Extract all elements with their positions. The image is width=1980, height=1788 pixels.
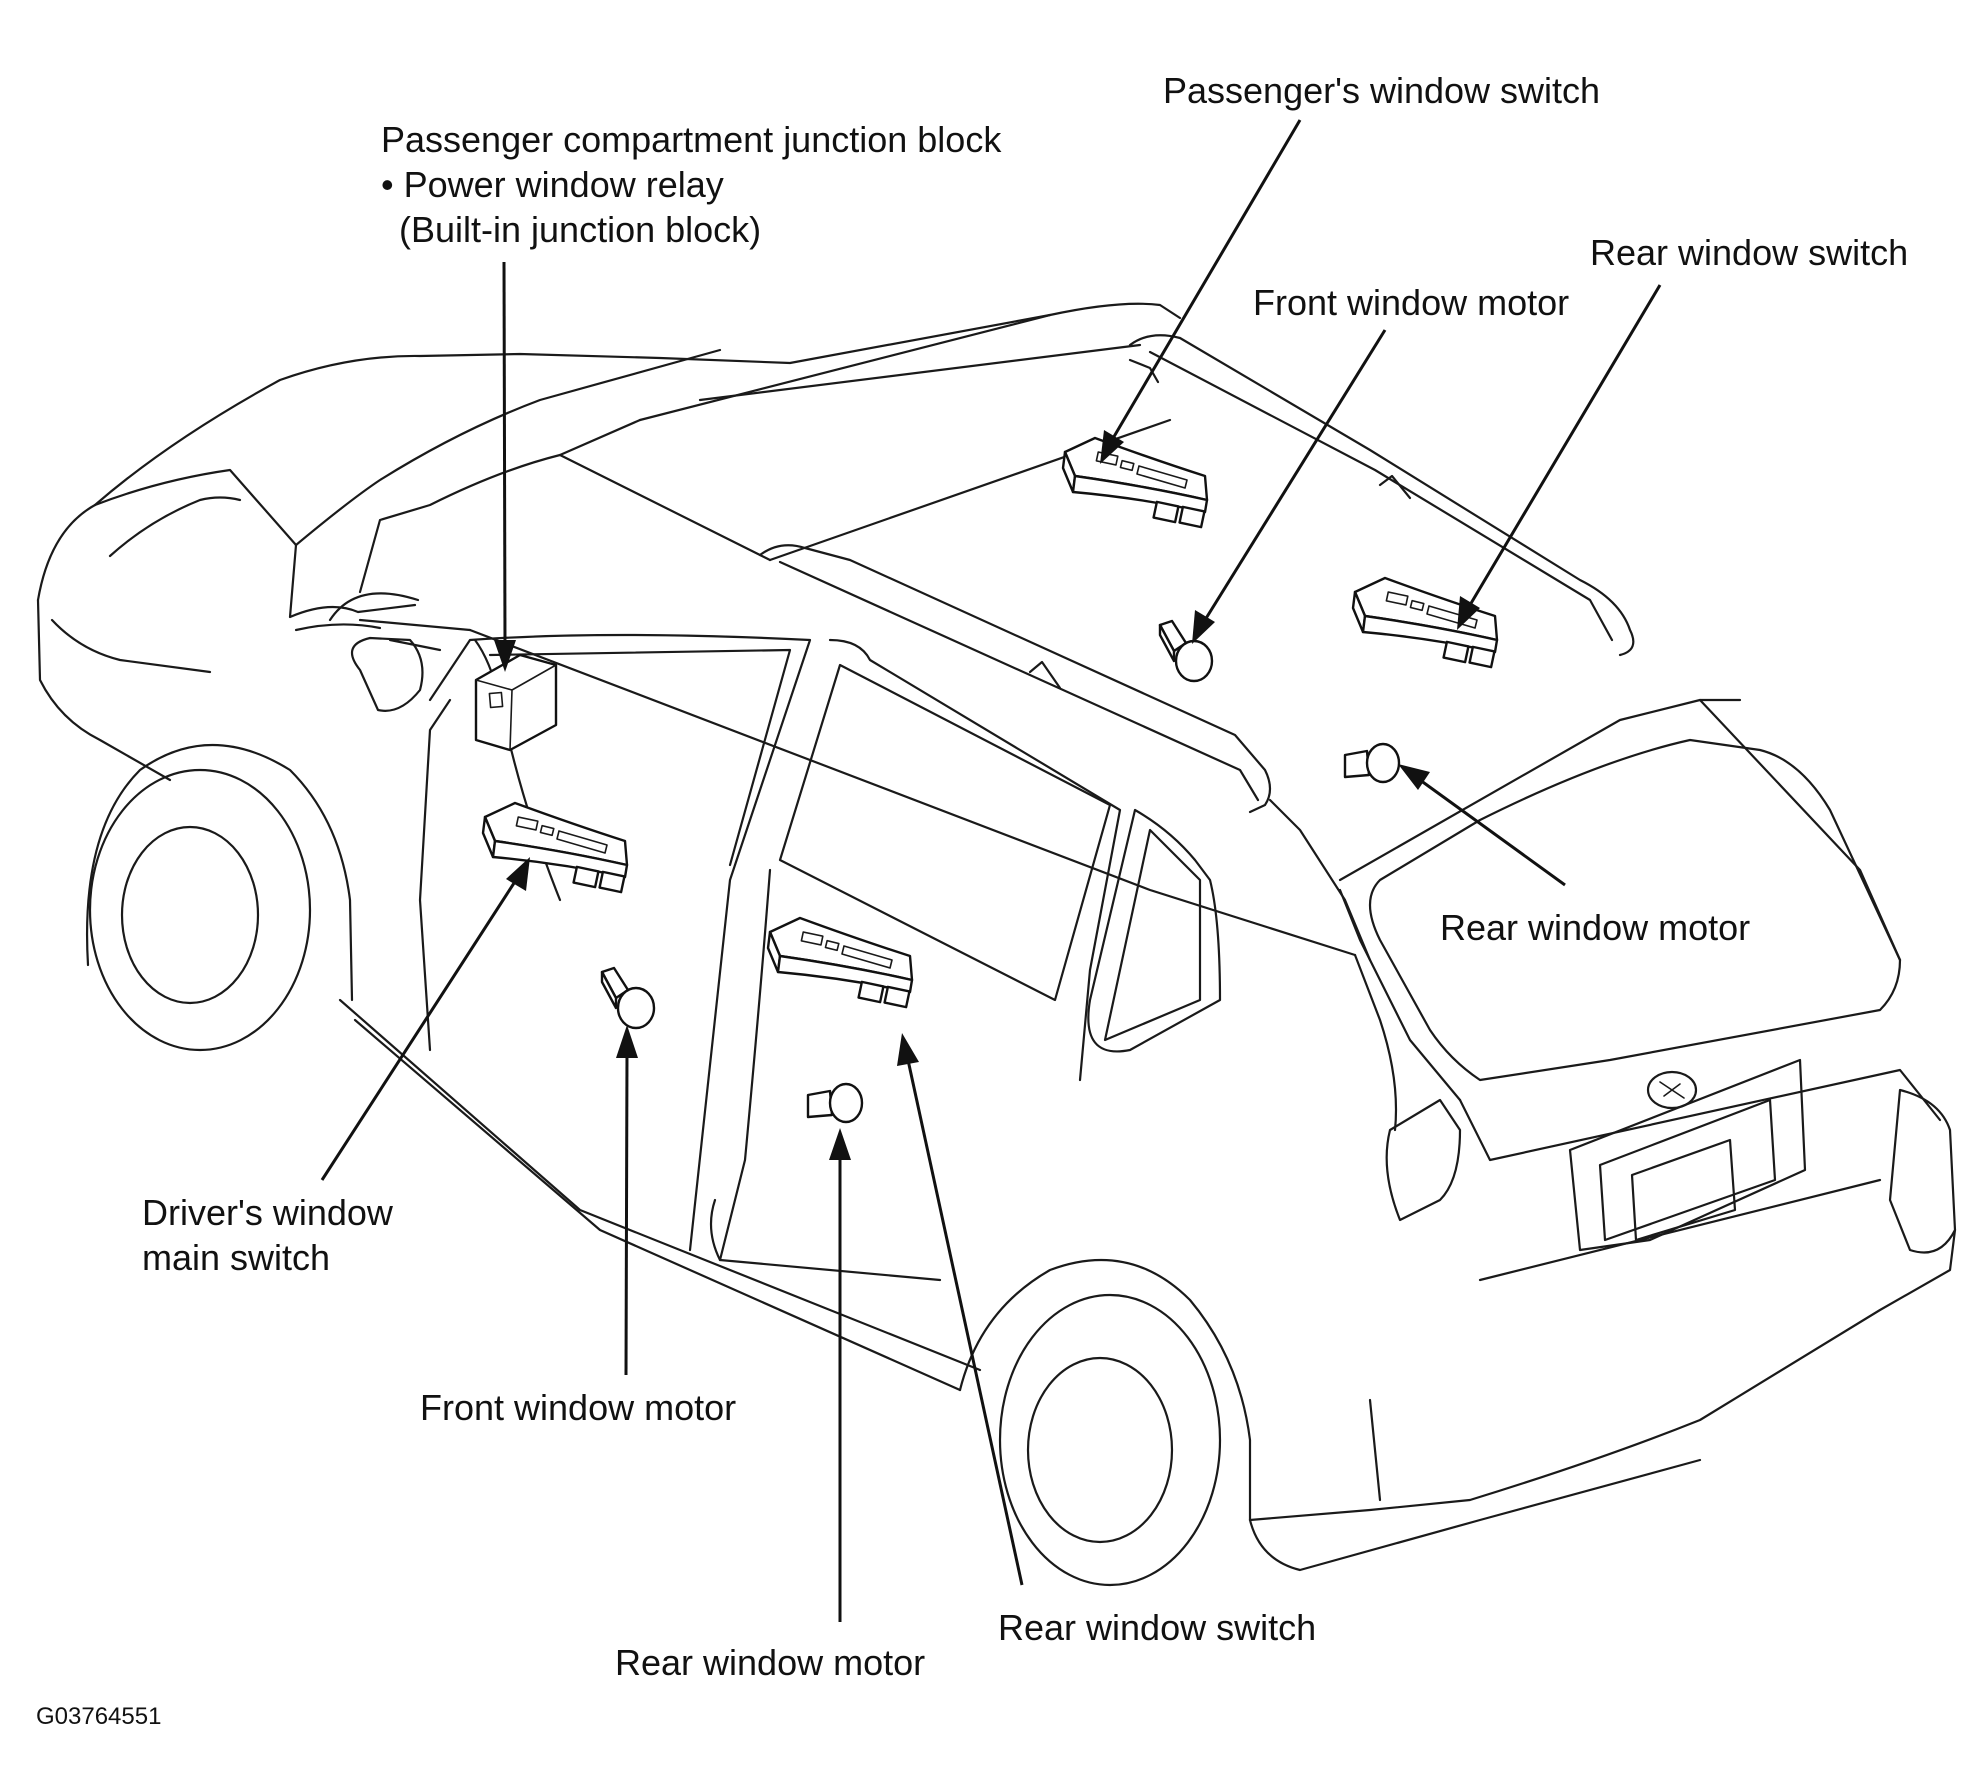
junction-block-icon (474, 653, 558, 752)
front-motor-left-leader (624, 1051, 629, 1376)
rear-motor-right-leader (1419, 778, 1566, 887)
junction-block-label-line2: • Power window relay (381, 164, 724, 205)
rear-switch-right-leader (1468, 284, 1662, 606)
rear-window-switch-left-label: Rear window switch (998, 1607, 1317, 1648)
rear-window-switch-left-icon (766, 916, 914, 1009)
front-window-motor-left-label: Front window motor (420, 1387, 737, 1428)
driver-switch-leader (320, 879, 518, 1181)
driver-window-main-switch-icon (481, 801, 629, 894)
rear-window-motor-left-icon (806, 1082, 864, 1124)
passenger-switch-leader (1110, 119, 1302, 441)
rear-window-motor-left-label: Rear window motor (615, 1642, 926, 1683)
front-motor-right-leader (1203, 329, 1387, 621)
rear-window-motor-right-label: Rear window motor (1440, 907, 1751, 948)
front-window-motor-right-label: Front window motor (1253, 282, 1570, 323)
driver-window-main-switch-label: Driver's window main switch (142, 1190, 393, 1280)
figure-code: G03764551 (36, 1703, 162, 1730)
junction-block-label: Passenger compartment junction block • P… (381, 117, 1001, 252)
front-window-motor-left-icon (600, 966, 656, 1030)
junction-block-label-line3: (Built-in junction block) (399, 209, 762, 250)
rear-window-switch-right-label: Rear window switch (1590, 232, 1909, 273)
rear-window-motor-right-icon (1343, 742, 1401, 784)
passenger-window-switch-label: Passenger's window switch (1163, 70, 1601, 111)
junction-block-leader (502, 261, 507, 646)
driver-switch-label-line1: Driver's window (142, 1192, 393, 1233)
rear-switch-left-leader (906, 1059, 1024, 1586)
rear-window-switch-right-icon (1351, 576, 1499, 669)
driver-switch-label-line2: main switch (142, 1237, 331, 1278)
junction-block-label-line1: Passenger compartment junction block (381, 119, 1002, 160)
leader-lines (320, 119, 1662, 1622)
passenger-window-switch-icon (1061, 436, 1209, 529)
